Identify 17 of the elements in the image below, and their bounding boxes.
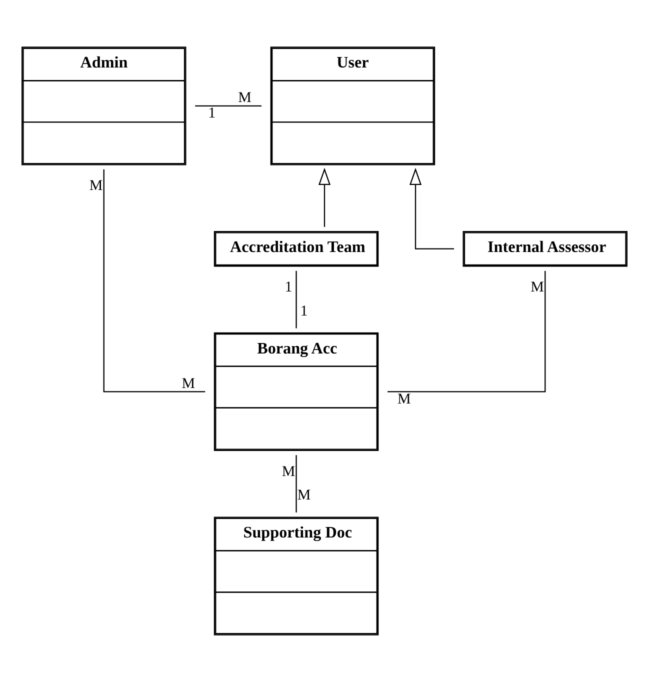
label: M xyxy=(238,90,252,106)
connector xyxy=(388,270,546,392)
connector xyxy=(296,454,297,512)
label: M xyxy=(398,390,411,407)
label: 1 xyxy=(300,302,308,319)
label: M xyxy=(297,487,311,504)
arrow xyxy=(318,167,331,226)
label: M xyxy=(89,178,103,194)
arrow xyxy=(409,167,454,249)
label: M xyxy=(530,278,544,295)
connector xyxy=(103,168,206,392)
label: M xyxy=(182,375,196,392)
label: M xyxy=(282,463,296,480)
label: 1 xyxy=(284,278,292,295)
connector xyxy=(195,104,262,106)
label: 1 xyxy=(208,105,216,122)
connector xyxy=(296,270,297,328)
